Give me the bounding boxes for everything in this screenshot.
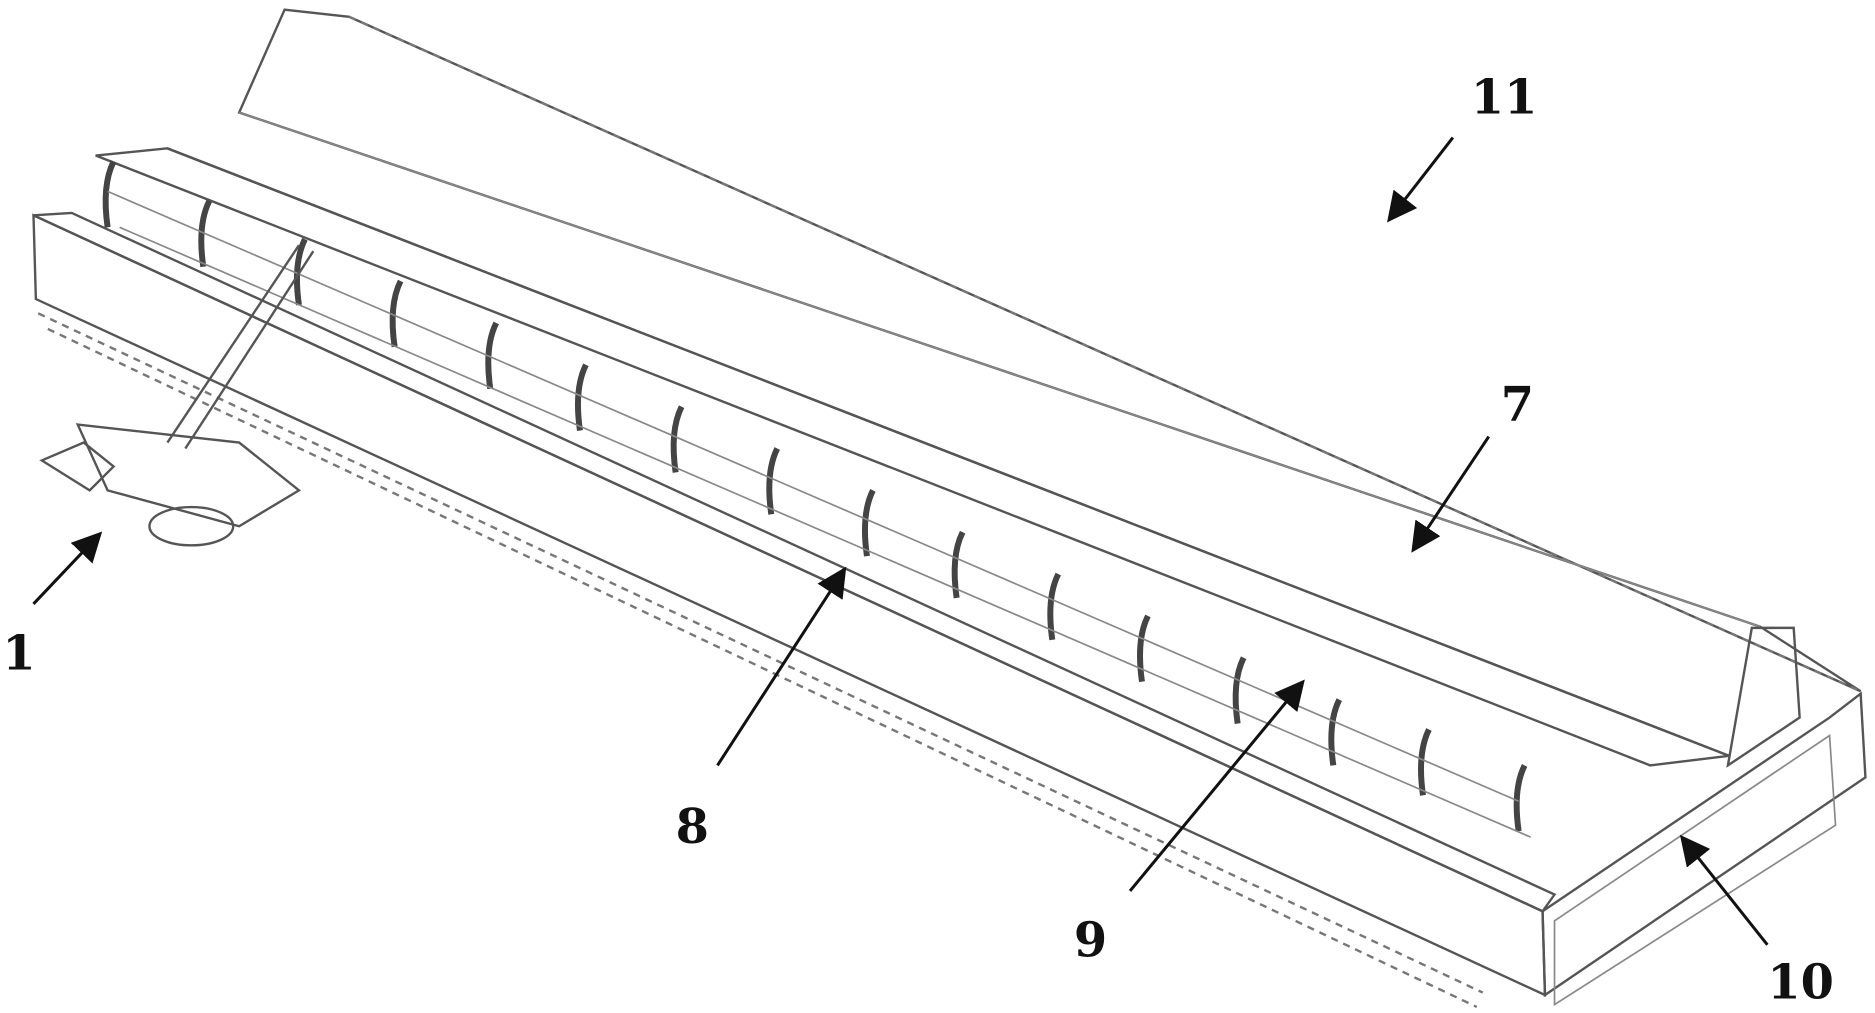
- callout-arrow-11: [1387, 136, 1455, 223]
- callout-arrow-9: [1128, 679, 1305, 892]
- callout-arrow-10: [1679, 834, 1769, 946]
- base-teeth-2: [47, 327, 1478, 1009]
- rig-body: [75, 423, 302, 528]
- label-11: 11: [1471, 70, 1538, 126]
- label-10: 10: [1767, 955, 1834, 1011]
- label-7: 7: [1501, 377, 1534, 433]
- callout-arrow-8: [716, 566, 847, 767]
- end-gusset: [1726, 626, 1801, 768]
- crossbars: [107, 190, 1531, 838]
- label-1: 1: [2, 626, 35, 682]
- rig-boom: [166, 244, 300, 444]
- label-8: 8: [676, 799, 709, 855]
- back-wall: [237, 8, 1862, 693]
- plate-fold: [238, 111, 1761, 628]
- callout-arrow-1: [32, 531, 103, 605]
- base-teeth: [37, 312, 1484, 994]
- rig-pad: [148, 505, 235, 547]
- callout-arrow-7: [1411, 435, 1491, 553]
- end-frame-inner: [1553, 733, 1837, 1007]
- end-frame: [1541, 691, 1867, 998]
- label-9: 9: [1074, 913, 1107, 969]
- trough-structure: [32, 8, 1867, 1009]
- ribs: [102, 160, 1528, 832]
- callouts: 11 7 1 8 9 10: [2, 70, 1834, 1011]
- front-beam-top: [32, 211, 1557, 913]
- drill-rig: [39, 244, 315, 547]
- rig-head: [39, 441, 116, 492]
